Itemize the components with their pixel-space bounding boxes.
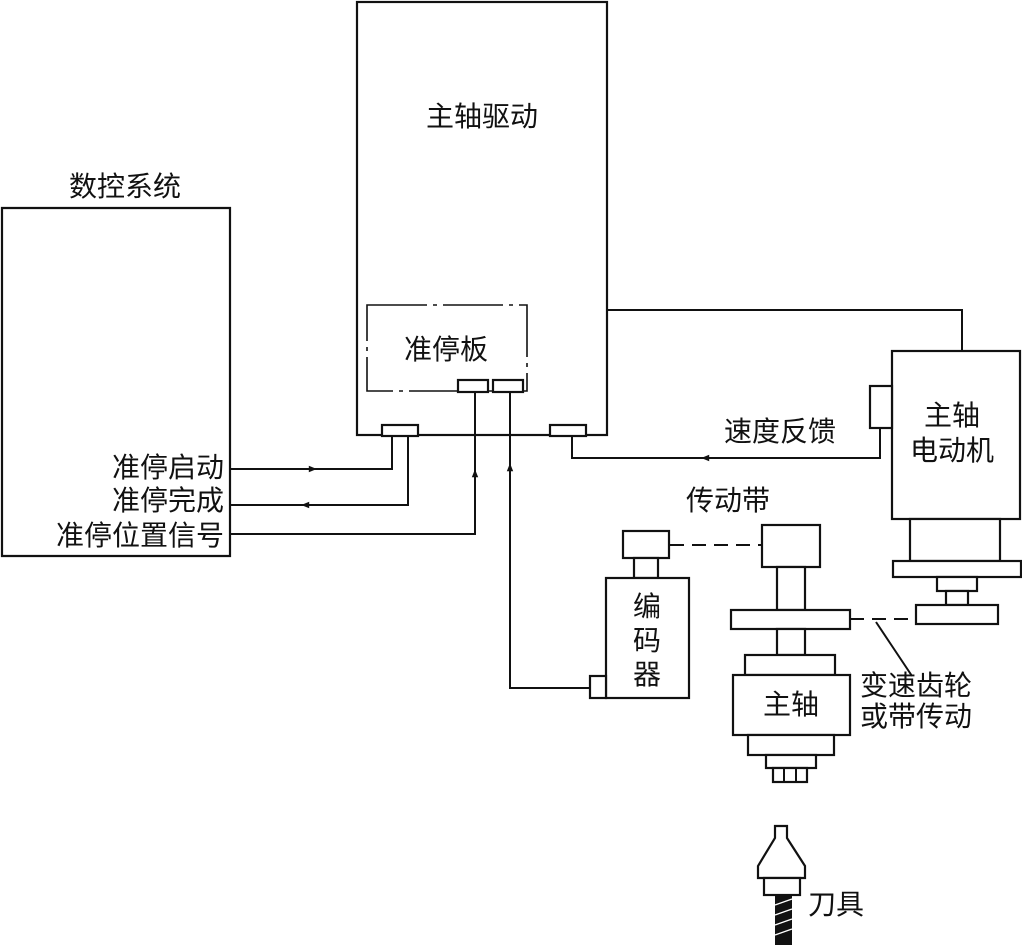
orient-position-signal-line bbox=[230, 392, 479, 535]
orient-complete-label: 准停完成 bbox=[112, 484, 224, 517]
spindle-motor-block bbox=[868, 349, 1022, 626]
spindle-label: 主轴 bbox=[763, 688, 819, 721]
motor-power-line bbox=[607, 309, 963, 352]
tool-shape bbox=[756, 824, 807, 945]
gear-label-2: 或带传动 bbox=[860, 700, 972, 733]
connector-right bbox=[548, 423, 588, 438]
tool-label: 刀具 bbox=[808, 888, 864, 921]
orient-start-line bbox=[230, 436, 393, 473]
gear-leader-line bbox=[875, 621, 913, 677]
board-connector-1 bbox=[456, 378, 490, 394]
encoder-label-1: 编 bbox=[633, 590, 661, 623]
orient-complete-line bbox=[230, 436, 409, 509]
cnc-system-label: 数控系统 bbox=[69, 170, 181, 203]
cnc-system-block bbox=[0, 206, 232, 558]
spindle-drive-block bbox=[355, 0, 609, 437]
connector-left bbox=[380, 423, 420, 438]
orient-position-signal-label: 准停位置信号 bbox=[56, 519, 224, 552]
gear-label-1: 变速齿轮 bbox=[860, 669, 972, 702]
belt-label: 传动带 bbox=[686, 484, 770, 517]
orient-start-label: 准停启动 bbox=[112, 451, 224, 484]
spindle-motor-label-1: 主轴 bbox=[924, 399, 980, 432]
encoder-signal-line bbox=[506, 392, 590, 689]
orient-board-label: 准停板 bbox=[404, 333, 488, 366]
spindle-drive-label: 主轴驱动 bbox=[426, 100, 538, 133]
speed-feedback-label: 速度反馈 bbox=[724, 415, 836, 448]
speed-feedback-line bbox=[571, 428, 881, 462]
encoder-label-2: 码 bbox=[633, 624, 661, 657]
encoder-label-3: 器 bbox=[633, 658, 661, 691]
orient-board-block bbox=[366, 304, 528, 392]
board-connector-2 bbox=[491, 378, 525, 394]
spindle-assembly bbox=[729, 523, 852, 784]
encoder-block bbox=[588, 529, 691, 700]
spindle-motor-label-2: 电动机 bbox=[910, 434, 994, 467]
